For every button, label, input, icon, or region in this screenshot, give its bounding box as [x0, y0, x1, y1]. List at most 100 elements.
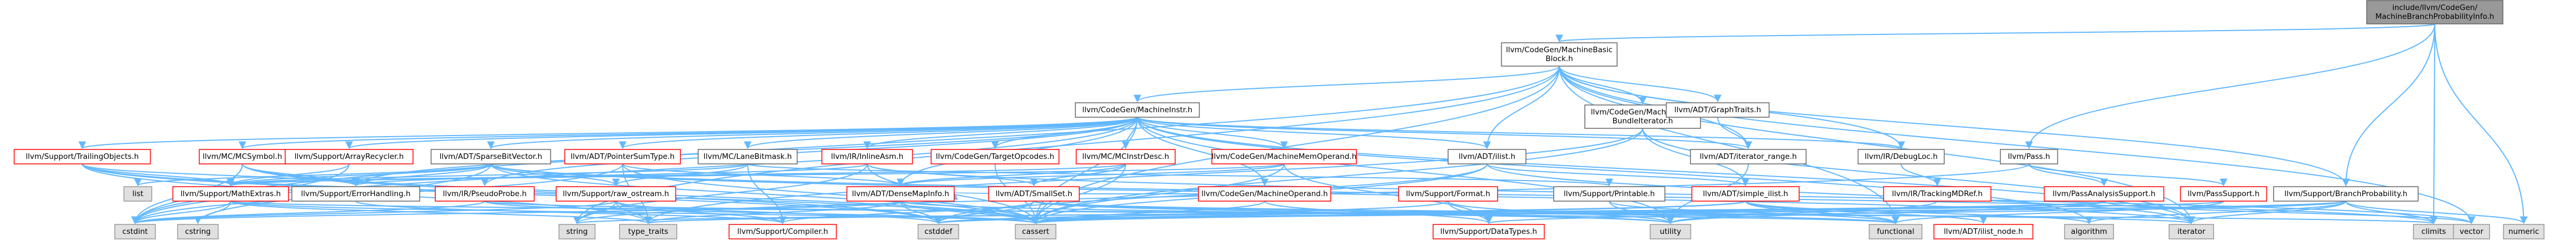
- node-bp[interactable]: llvm/Support/BranchProbability.h: [2273, 186, 2419, 202]
- node-box: [555, 186, 677, 202]
- node-label: type_traits: [628, 227, 668, 236]
- node-functional: functional: [1868, 224, 1923, 239]
- edge-mi-to-pst: [619, 117, 1138, 149]
- node-cstddef: cstddef: [917, 224, 959, 239]
- node-ilist[interactable]: llvm/ADT/ilist.h: [1448, 149, 1526, 164]
- edge-bp-to-alg: [2085, 201, 2346, 224]
- edge-mi-to-lbm: [744, 117, 1138, 149]
- node-gt[interactable]: llvm/ADT/GraphTraits.h: [1665, 102, 1770, 118]
- edge-root-to-pass: [2025, 23, 2435, 149]
- node-dl[interactable]: llvm/IR/DebugLoc.h: [1857, 149, 1945, 164]
- node-mcid[interactable]: llvm/MC/MCInstrDesc.h: [1076, 149, 1176, 164]
- node-box: [2169, 224, 2214, 239]
- edge-ia-to-vec: [867, 163, 2475, 224]
- edges-layer: [78, 23, 2528, 224]
- node-list: list: [123, 186, 152, 202]
- node-label: llvm/ADT/DenseMapInfo.h: [852, 189, 949, 198]
- edge-sil-to-iln: [1745, 201, 1987, 224]
- node-label: llvm/Support/raw_ostream.h: [563, 189, 669, 198]
- node-label: llvm/Support/MathExtras.h: [181, 189, 281, 198]
- node-label: llvm/CodeGen/MachineBasic: [1506, 46, 1613, 54]
- node-box: [2000, 149, 2058, 164]
- node-pst[interactable]: llvm/ADT/PointerSumType.h: [564, 149, 681, 164]
- node-pass[interactable]: llvm/Pass.h: [2000, 149, 2058, 164]
- node-label: llvm/MC/LaneBitmask.h: [704, 152, 792, 161]
- node-tmr[interactable]: llvm/IR/TrackingMDRef.h: [1883, 186, 1992, 202]
- node-fmt[interactable]: llvm/Support/Format.h: [1398, 186, 1498, 202]
- node-pas[interactable]: llvm/PassAnalysisSupport.h: [2043, 186, 2165, 202]
- node-box: [1076, 149, 1176, 164]
- node-mi[interactable]: llvm/CodeGen/MachineInstr.h: [1075, 102, 1200, 118]
- node-ps[interactable]: llvm/PassSupport.h: [2180, 186, 2267, 202]
- node-me[interactable]: llvm/Support/MathExtras.h: [172, 186, 289, 202]
- node-box: [1690, 149, 1807, 164]
- node-label: llvm/ADT/ilist.h: [1459, 152, 1515, 161]
- node-box: [114, 224, 156, 239]
- edge-mi-to-ia: [863, 117, 1138, 149]
- node-label: llvm/IR/DebugLoc.h: [1864, 152, 1937, 161]
- edge-mi-to-cstdint: [131, 117, 1138, 224]
- edge-dmi-to-cstdint: [131, 201, 901, 224]
- node-label: llvm/PassSupport.h: [2187, 189, 2259, 198]
- edge-ts-to-eh: [82, 163, 360, 187]
- node-sil[interactable]: llvm/ADT/simple_ilist.h: [1691, 186, 1800, 202]
- node-box: [1211, 149, 1357, 164]
- node-label: include/llvm/CodeGen/: [2392, 3, 2478, 12]
- node-box: [988, 186, 1080, 202]
- node-string: string: [558, 224, 596, 239]
- edge-mmo-to-dmi: [897, 163, 1285, 187]
- node-iln[interactable]: llvm/ADT/ilist_node.h: [1933, 224, 2033, 239]
- node-ia[interactable]: llvm/IR/InlineAsm.h: [821, 149, 913, 164]
- node-box: [558, 224, 596, 239]
- node-ir[interactable]: llvm/ADT/iterator_range.h: [1690, 149, 1807, 164]
- node-sym[interactable]: llvm/MC/MCSymbol.h: [198, 149, 286, 164]
- node-ss[interactable]: llvm/ADT/SmallSet.h: [988, 186, 1080, 202]
- node-lbm[interactable]: llvm/MC/LaneBitmask.h: [698, 149, 798, 164]
- edge-pp-to-cstdint: [131, 201, 485, 224]
- node-box: [1665, 102, 1770, 118]
- node-box: [291, 186, 420, 202]
- node-label: llvm/ADT/ilist_node.h: [1944, 227, 2023, 236]
- node-label: algorithm: [2071, 227, 2107, 236]
- edge-mbb-to-functional: [1559, 66, 1899, 224]
- node-box: [435, 186, 535, 202]
- node-mmo[interactable]: llvm/CodeGen/MachineMemOperand.h: [1211, 149, 1357, 164]
- node-dmi[interactable]: llvm/ADT/DenseMapInfo.h: [846, 186, 955, 202]
- node-prt[interactable]: llvm/Support/Printable.h: [1553, 186, 1665, 202]
- node-box: [1015, 224, 1057, 239]
- edge-gt-to-ir: [1717, 117, 1752, 149]
- node-label: llvm/IR/InlineAsm.h: [831, 152, 903, 161]
- node-sbv[interactable]: llvm/ADT/SparseBitVector.h: [430, 149, 551, 164]
- edge-mi-to-mo: [1137, 117, 1269, 187]
- edge-mi-to-iter: [1137, 117, 2195, 224]
- node-pp[interactable]: llvm/IR/PseudoProbe.h: [435, 186, 535, 202]
- edge-sbv-to-me: [227, 163, 491, 187]
- edge-mbb-to-gt: [1559, 66, 1722, 103]
- node-label: llvm/CodeGen/MachineOperand.h: [1201, 189, 1327, 198]
- edge-mmo-to-me: [227, 163, 1285, 187]
- node-box: [1649, 224, 1692, 239]
- nodes-layer: include/llvm/CodeGen/MachineBranchProbab…: [13, 0, 2545, 239]
- node-mo[interactable]: llvm/CodeGen/MachineOperand.h: [1198, 186, 1331, 202]
- node-box: [2503, 224, 2545, 239]
- edge-mi-to-mmo: [1137, 117, 1288, 149]
- node-tgt[interactable]: llvm/CodeGen/TargetOpcodes.h: [931, 149, 1060, 164]
- node-box: [1553, 186, 1665, 202]
- node-label: llvm/ADT/GraphTraits.h: [1674, 106, 1761, 114]
- edge-ilist-to-iter: [1486, 163, 2195, 224]
- node-box: [931, 149, 1060, 164]
- node-num: numeric: [2503, 224, 2545, 239]
- edge-bp-to-cstddef: [935, 201, 2346, 224]
- node-ts[interactable]: llvm/Support/TrailingObjects.h: [13, 149, 151, 164]
- node-comp[interactable]: llvm/Support/Compiler.h: [728, 224, 837, 239]
- node-label: llvm/ADT/SmallSet.h: [996, 189, 1072, 198]
- node-box: [821, 149, 913, 164]
- node-eh[interactable]: llvm/Support/ErrorHandling.h: [291, 186, 420, 202]
- node-dt[interactable]: llvm/Support/DataTypes.h: [1433, 224, 1545, 239]
- node-ro[interactable]: llvm/Support/raw_ostream.h: [555, 186, 677, 202]
- node-box: [172, 186, 289, 202]
- node-label: numeric: [2508, 227, 2539, 236]
- node-ar[interactable]: llvm/Support/ArrayRecycler.h: [285, 149, 414, 164]
- edge-lbm-to-me: [227, 163, 748, 187]
